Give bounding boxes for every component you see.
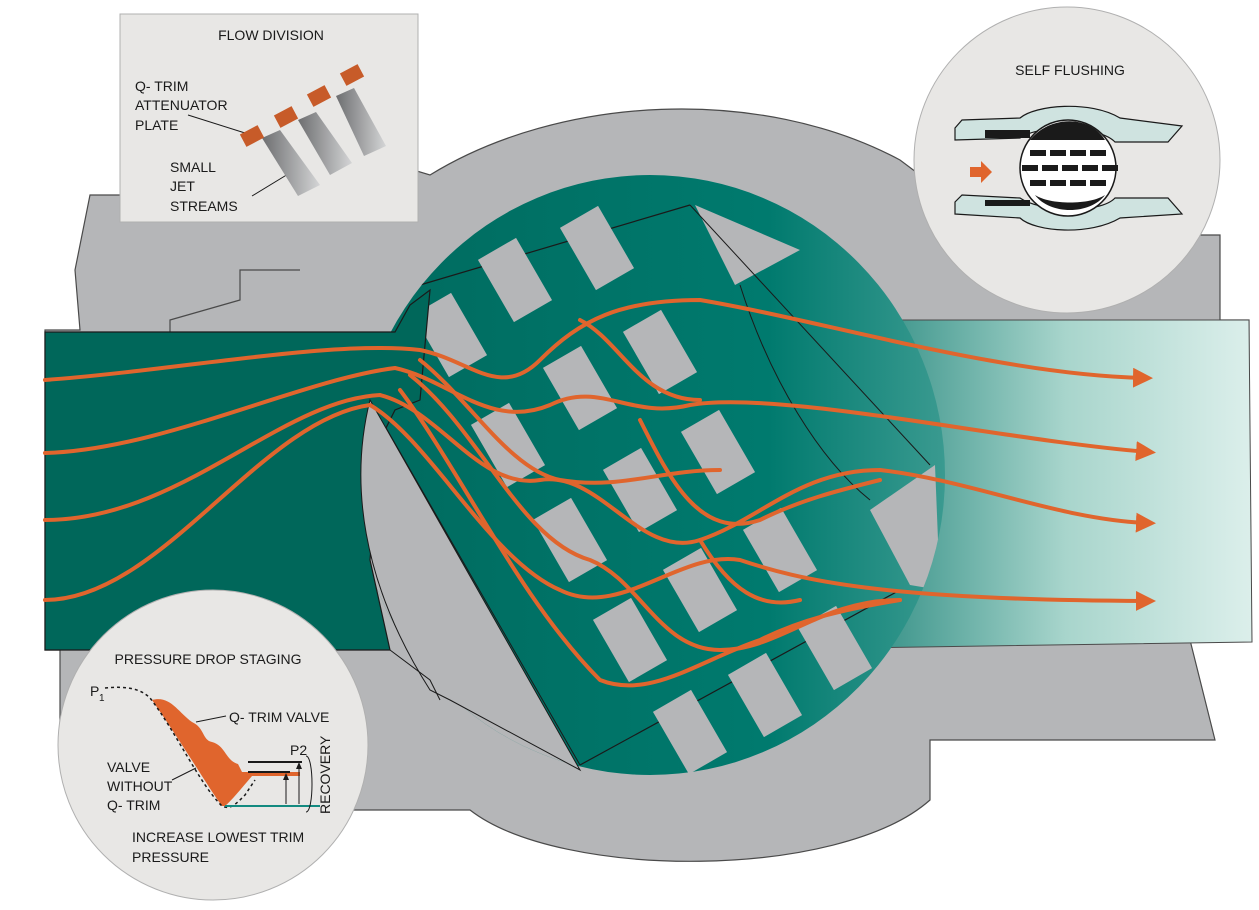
- self-flushing-inset: SELF FLUSHING: [913, 6, 1221, 314]
- attenuator-plate-3: [306, 85, 332, 107]
- plate-label-line3: PLATE: [135, 117, 178, 133]
- trim-slots: [1022, 150, 1118, 186]
- pressure-drop-title: PRESSURE DROP STAGING: [115, 651, 302, 667]
- plate-label-line2: ATTENUATOR: [135, 97, 228, 113]
- flow-line-2: [43, 366, 1156, 461]
- attenuator-plate-1: [239, 125, 265, 147]
- pressure-drop-inset: PRESSURE DROP STAGING P 1 P2 Q- TRIM VAL…: [57, 589, 369, 901]
- right-arrow-icon: [970, 161, 992, 183]
- jet-stream-1: [262, 130, 320, 196]
- flow-streams: [43, 298, 1156, 688]
- jet-label-line3: STREAMS: [170, 198, 238, 214]
- flow-division-inset: FLOW DIVISION Q- TRIM ATTENUATOR PLATE S…: [119, 13, 419, 223]
- jet-stream-3: [336, 88, 386, 156]
- jet-stream-2: [298, 112, 352, 175]
- p1-subscript: 1: [99, 693, 105, 704]
- jet-label-line2: JET: [170, 178, 195, 194]
- increase-label-line2: PRESSURE: [132, 849, 209, 865]
- attenuator-plate-4: [339, 64, 365, 86]
- p2-label: P2: [290, 742, 307, 758]
- ball-segment: [360, 398, 582, 772]
- self-flushing-title: SELF FLUSHING: [1015, 62, 1125, 78]
- without-q-trim-curve: [104, 686, 256, 809]
- jet-label-line1: SMALL: [170, 159, 216, 175]
- q-trim-drop-curve: [152, 699, 300, 806]
- flow-line-3: [43, 393, 1156, 545]
- p1-label: P: [90, 683, 99, 699]
- without-label-line1: VALVE: [107, 759, 150, 775]
- attenuator-plate-2: [273, 106, 299, 128]
- q-trim-valve-label: Q- TRIM VALVE: [229, 709, 329, 725]
- increase-label-line1: INCREASE LOWEST TRIM: [132, 829, 304, 845]
- without-label-line2: WITHOUT: [107, 778, 173, 794]
- flow-line-1: [43, 298, 1153, 388]
- plate-label-line1: Q- TRIM: [135, 78, 188, 94]
- flow-division-title: FLOW DIVISION: [218, 27, 324, 43]
- without-label-line3: Q- TRIM: [107, 797, 160, 813]
- flow-line-4: [43, 403, 1156, 611]
- recovery-label: RECOVERY: [317, 735, 333, 814]
